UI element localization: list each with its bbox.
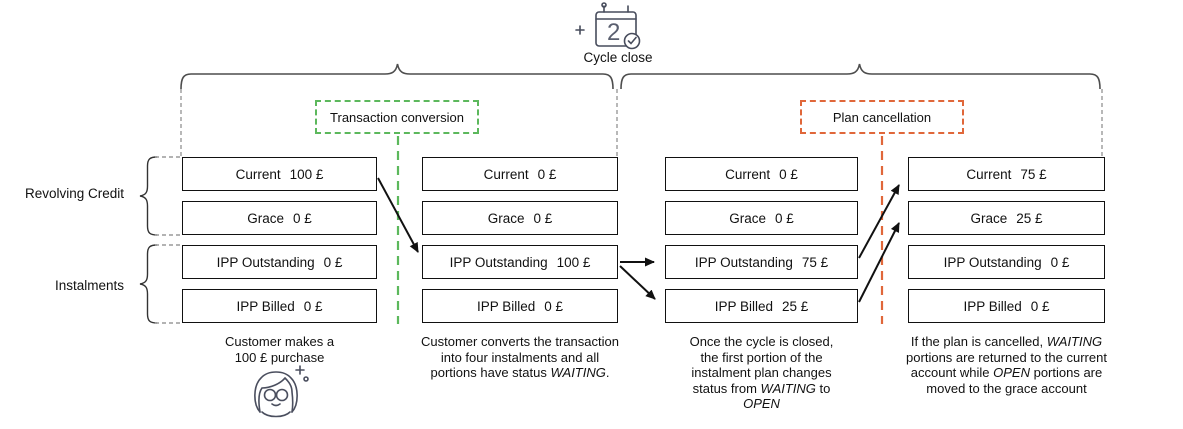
caption-line: moved to the grace account [926,380,1087,396]
caption-line: Once the cycle is closed, [689,334,834,349]
caption-line: the first portion of the [700,349,823,365]
arrow-billed-to-grace [858,222,900,303]
box-current: Current 100 £ [182,157,377,191]
account-label: Grace [729,210,766,226]
account-value: 0 £ [779,166,798,182]
arrow-current-to-outstanding [377,177,419,253]
account-label: Current [966,166,1012,182]
column-caption-3: Once the cycle is closed,the first porti… [633,334,890,412]
account-label: Current [235,166,281,182]
box-ipp-outstanding: IPP Outstanding 100 £ [422,245,618,279]
box-grace: Grace 0 £ [422,201,618,235]
account-value: 0 £ [537,166,557,182]
account-label: Current [725,166,771,182]
arrow-outstanding-to-billed [619,265,656,300]
caption-line: account while OPEN portions are [910,365,1103,381]
account-value: 75 £ [1020,166,1047,182]
account-value: 0 £ [323,254,343,270]
transaction-conversion-box: Transaction conversion [315,100,479,134]
box-grace: Grace 0 £ [665,201,858,235]
caption-line: Customer makes a [224,334,335,349]
box-current: Current 0 £ [665,157,858,191]
account-label: Grace [970,210,1008,226]
group-label-revolving-credit: Revolving Credit [24,186,124,201]
group-brace-connectors [155,156,182,324]
account-value: 100 £ [556,254,591,270]
plan-cancellation-label: Plan cancellation [832,109,932,125]
account-value: 25 £ [782,298,809,314]
box-current: Current 75 £ [908,157,1105,191]
caption-line: status from WAITING to [692,380,831,396]
account-label: Current [483,166,529,182]
top-brace-right [620,63,1101,90]
box-ipp-billed: IPP Billed 0 £ [422,289,618,323]
cycle-close-label: Cycle close [583,50,653,65]
account-label: Grace [247,210,284,226]
caption-line: instalment plan changes [691,365,832,381]
account-value: 0 £ [1030,298,1050,314]
account-label: IPP Billed [963,298,1022,314]
customer-icon [254,365,309,418]
box-ipp-billed: IPP Billed 0 £ [908,289,1105,323]
top-brace-left [180,63,614,90]
box-ipp-billed: IPP Billed 25 £ [665,289,858,323]
account-label: IPP Billed [714,298,773,314]
account-value: 0 £ [544,298,564,314]
account-value: 25 £ [1016,210,1043,226]
box-ipp-outstanding: IPP Outstanding 0 £ [908,245,1105,279]
caption-line: If the plan is cancelled, WAITING [910,334,1103,349]
calendar-check-icon: 2 [575,2,641,50]
account-value: 0 £ [533,210,553,226]
arrow-outstanding-to-current [858,184,900,259]
caption-line: into four instalments and all [440,349,600,365]
caption-line: OPEN [743,396,780,412]
account-value: 0 £ [292,210,312,226]
account-value: 75 £ [801,254,829,270]
transaction-conversion-label: Transaction conversion [330,109,464,125]
account-value: 0 £ [1050,254,1070,270]
svg-text:2: 2 [607,19,620,46]
account-label: IPP Billed [476,298,536,314]
group-label-instalments: Instalments [54,278,124,293]
account-label: IPP Billed [236,298,295,314]
box-ipp-outstanding: IPP Outstanding 0 £ [182,245,377,279]
group-brace-instalments [139,244,158,324]
account-label: Grace [487,210,525,226]
group-brace-revolving [139,156,158,236]
box-grace: Grace 0 £ [182,201,377,235]
caption-line: portions have status WAITING. [430,365,610,381]
box-grace: Grace 25 £ [908,201,1105,235]
account-value: 0 £ [774,210,794,226]
box-current: Current 0 £ [422,157,618,191]
account-label: IPP Outstanding [449,254,548,270]
account-value: 100 £ [289,166,324,182]
account-value: 0 £ [303,298,323,314]
account-label: IPP Outstanding [216,254,315,270]
caption-line: portions are returned to the current [906,349,1107,365]
caption-line: 100 £ purchase [234,349,325,365]
box-ipp-outstanding: IPP Outstanding 75 £ [665,245,858,279]
plan-cancellation-box: Plan cancellation [800,100,964,134]
account-label: IPP Outstanding [694,254,793,270]
account-label: IPP Outstanding [943,254,1042,270]
box-ipp-billed: IPP Billed 0 £ [182,289,377,323]
caption-line: Customer converts the transaction [421,334,619,349]
